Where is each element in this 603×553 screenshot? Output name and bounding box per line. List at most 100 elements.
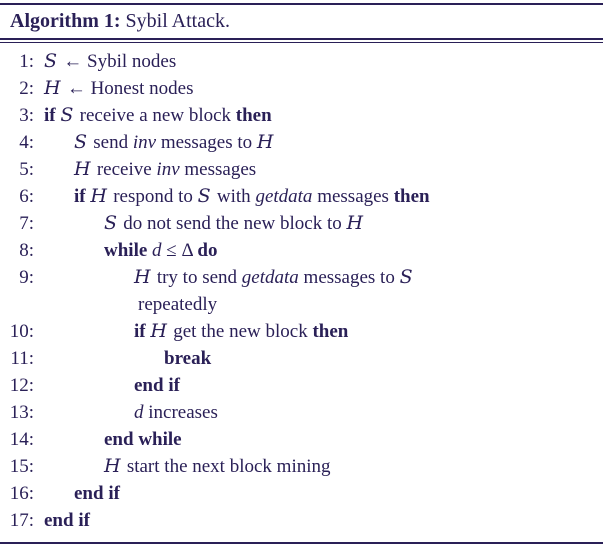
line-number: 16:: [9, 483, 34, 504]
line-number: 12:: [9, 375, 34, 396]
code-segment: d: [134, 402, 144, 423]
math-cal-letter: H: [74, 158, 92, 180]
keyword: if: [44, 105, 61, 126]
line-code: end if: [34, 372, 180, 399]
bottom-rule: [0, 542, 603, 544]
line-number: 4:: [19, 132, 34, 153]
line-number: [0, 291, 34, 318]
math-cal-letter: H: [104, 455, 122, 477]
line-code: repeatedly: [34, 291, 217, 318]
code-segment: increases: [143, 402, 218, 423]
code-segment: do not send the new block to: [118, 213, 347, 234]
code-segment: ← Honest nodes: [62, 78, 194, 99]
line-code: end while: [34, 426, 182, 453]
code-segment: ← Sybil nodes: [58, 51, 177, 72]
algorithm-line: 10:if H get the new block then: [0, 318, 603, 345]
math-cal-letter: H: [256, 131, 274, 153]
code-segment: d: [152, 240, 162, 261]
algorithm-body: 1:S ← Sybil nodes 2: H ← Honest nodes 3:if …: [0, 43, 603, 542]
algorithm-box: Algorithm 1: Sybil Attack. 1:S ← Sybil n…: [0, 3, 603, 553]
line-code: S send inv messages to H: [34, 129, 275, 156]
code-segment: inv: [132, 132, 157, 153]
code-segment: get the new block: [168, 321, 313, 342]
line-number: 8:: [19, 240, 34, 261]
math-cal-letter: S: [44, 50, 58, 72]
algorithm-line: 12: end if: [0, 372, 603, 399]
code-segment: messages: [312, 186, 394, 207]
algorithm-line: 14: end while: [0, 426, 603, 453]
line-code: end if: [34, 480, 120, 507]
math-cal-letter: H: [44, 77, 62, 99]
math-cal-letter: H: [134, 266, 152, 288]
line-code: H try to send getdata messages to S: [34, 264, 414, 291]
line-number: 10:: [9, 321, 34, 342]
keyword: then: [235, 105, 272, 126]
math-cal-letter: S: [399, 266, 414, 288]
line-number: 6:: [19, 186, 34, 207]
algorithm-caption: Algorithm 1: Sybil Attack.: [0, 5, 603, 38]
line-code: if S receive a new block then: [34, 102, 272, 129]
line-code: S do not send the new block to H: [34, 210, 365, 237]
math-cal-letter: S: [197, 185, 212, 207]
code-segment: ≤ Δ: [161, 240, 198, 261]
algorithm-line: 6:if H respond to S with getdata message…: [0, 183, 603, 210]
algorithm-line: 2: H ← Honest nodes: [0, 75, 603, 102]
algorithm-line: 11:break: [0, 345, 603, 372]
keyword: end if: [134, 375, 180, 396]
algorithm-line: 4:S send inv messages to H: [0, 129, 603, 156]
line-code: while d ≤ Δ do: [34, 237, 217, 264]
algorithm-line: 9:H try to send getdata messages to S: [0, 264, 603, 291]
code-segment: messages: [179, 159, 257, 180]
algorithm-line: 15: H start the next block mining: [0, 453, 603, 480]
keyword: end if: [74, 483, 120, 504]
code-segment: inv: [156, 159, 180, 180]
keyword: break: [164, 348, 212, 369]
code-segment: getdata: [241, 267, 299, 288]
line-code: d increases: [34, 399, 218, 426]
line-code: H receive inv messages: [34, 156, 256, 183]
algorithm-label: Algorithm 1:: [10, 10, 121, 32]
algorithm-title: Sybil Attack.: [120, 10, 230, 32]
code-segment: with: [212, 186, 256, 207]
line-number: 15:: [9, 456, 34, 477]
algorithm-line: 16: end if: [0, 480, 603, 507]
keyword: end if: [44, 510, 90, 531]
math-cal-letter: H: [90, 185, 108, 207]
code-segment: messages to: [156, 132, 257, 153]
math-cal-letter: S: [104, 212, 118, 234]
code-segment: start the next block mining: [122, 456, 331, 477]
line-number: 9:: [19, 267, 34, 288]
line-code: S ← Sybil nodes: [34, 48, 176, 75]
line-number: 5:: [19, 159, 34, 180]
line-number: 2:: [19, 78, 34, 99]
code-segment: receive: [92, 159, 157, 180]
code-segment: getdata: [255, 186, 313, 207]
algorithm-line: 17:end if: [0, 507, 603, 534]
keyword: end while: [104, 429, 182, 450]
keyword: if: [74, 186, 91, 207]
algorithm-line-continuation: repeatedly: [0, 291, 603, 318]
keyword: then: [312, 321, 349, 342]
algorithm-line: 3:if S receive a new block then: [0, 102, 603, 129]
keyword: then: [393, 186, 430, 207]
math-cal-letter: H: [346, 212, 364, 234]
algorithm-line: 8:while d ≤ Δ do: [0, 237, 603, 264]
keyword: while: [104, 240, 153, 261]
algorithm-line: 7:S do not send the new block to H: [0, 210, 603, 237]
line-code: if H get the new block then: [34, 318, 348, 345]
line-code: break: [34, 345, 211, 372]
line-number: 14:: [9, 429, 34, 450]
keyword: do: [197, 240, 218, 261]
line-number: 13:: [9, 402, 34, 423]
math-cal-letter: H: [150, 320, 168, 342]
caption-rule-thin: [0, 42, 603, 43]
math-cal-letter: S: [60, 104, 74, 126]
caption-rule-thick: [0, 38, 603, 40]
line-code: if H respond to S with getdata messages …: [34, 183, 430, 210]
code-segment: send: [88, 132, 133, 153]
algorithm-line: 5:H receive inv messages: [0, 156, 603, 183]
math-cal-letter: S: [74, 131, 88, 153]
keyword: if: [134, 321, 151, 342]
algorithm-line: 1:S ← Sybil nodes: [0, 48, 603, 75]
algorithm-line: 13:d increases: [0, 399, 603, 426]
